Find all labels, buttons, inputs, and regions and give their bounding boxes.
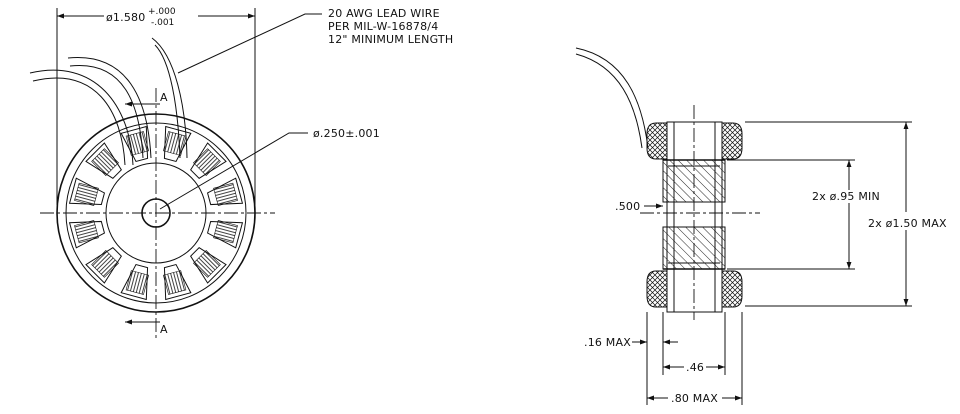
lead-wire-1 bbox=[29, 69, 134, 166]
stator-slot bbox=[85, 247, 122, 284]
stator-slot bbox=[120, 263, 150, 301]
stator-winding bbox=[193, 250, 221, 278]
stator-winding bbox=[74, 219, 99, 244]
side-view: .500 2x ø.95 MIN 2x ø1.50 MAX .16 MAX .4… bbox=[575, 47, 947, 405]
end-turn-top-right bbox=[721, 122, 743, 160]
lead-wire-3 bbox=[154, 44, 181, 159]
lead-wire-2 bbox=[67, 57, 152, 159]
stator-inner-circle bbox=[105, 162, 207, 264]
stator-outer-circle bbox=[56, 113, 256, 313]
lead-wire-1 bbox=[32, 77, 126, 166]
lead-wire-2 bbox=[69, 64, 144, 159]
lead-wires bbox=[29, 37, 188, 166]
outer-diameter-max-value: 2x ø1.50 MAX bbox=[868, 217, 947, 230]
stator-winding bbox=[125, 270, 150, 295]
stator-back-iron-circle bbox=[65, 122, 247, 304]
stator-slot bbox=[68, 219, 106, 249]
bore-diameter-value: ø.250±.001 bbox=[313, 127, 380, 140]
leader-line-lead-wire bbox=[177, 13, 322, 74]
stator-winding bbox=[74, 182, 99, 207]
small-width-value: .16 MAX bbox=[584, 336, 631, 349]
outer-diameter-value: ø1.580 bbox=[106, 11, 145, 24]
stator-slot bbox=[190, 142, 227, 179]
core-width-value: .46 bbox=[686, 361, 704, 374]
stator-slot bbox=[162, 125, 192, 163]
leader-line-bore bbox=[159, 132, 308, 210]
stator-slots bbox=[68, 125, 244, 301]
core-section-bottom bbox=[662, 226, 726, 270]
stator-winding bbox=[213, 219, 238, 244]
lead-wire-note-line-2: PER MIL-W-16878/4 bbox=[328, 20, 438, 33]
section-label-bottom: A bbox=[160, 323, 168, 336]
stator-winding bbox=[213, 182, 238, 207]
stator-winding bbox=[162, 131, 187, 156]
overall-width-value: .80 MAX bbox=[671, 392, 718, 405]
stator-slot bbox=[206, 219, 244, 249]
core-section-top bbox=[662, 159, 726, 203]
lead-wire-note-line-3: 12" MINIMUM LENGTH bbox=[328, 33, 453, 46]
inner-diameter-value: 2x ø.95 MIN bbox=[812, 190, 880, 203]
end-turn-top-left bbox=[646, 122, 668, 160]
stack-body bbox=[666, 121, 723, 313]
stator-winding bbox=[193, 148, 221, 176]
stator-slot bbox=[120, 125, 150, 163]
stator-slot bbox=[190, 247, 227, 284]
front-view: A A ø1.580 +.000 -.001 20 AWG LEAD WIRE … bbox=[29, 7, 453, 340]
stator-winding bbox=[162, 270, 187, 295]
stator-slot bbox=[162, 263, 192, 301]
side-lead-wire bbox=[575, 53, 643, 149]
lead-wire-note-line-1: 20 AWG LEAD WIRE bbox=[328, 7, 440, 20]
stator-slot bbox=[68, 177, 106, 207]
end-turn-bottom-left bbox=[646, 270, 668, 308]
stator-slot bbox=[206, 177, 244, 207]
bore-circle bbox=[141, 198, 171, 228]
stator-winding bbox=[91, 250, 119, 278]
side-lead-wire bbox=[575, 47, 649, 149]
stator-slot bbox=[85, 142, 122, 179]
lead-wire-3 bbox=[151, 37, 188, 159]
center-width-value: .500 bbox=[615, 200, 640, 213]
section-label-top: A bbox=[160, 91, 168, 104]
end-turn-bottom-right bbox=[721, 270, 743, 308]
outer-diameter-tol-plus: +.000 bbox=[148, 7, 176, 17]
stator-winding bbox=[91, 148, 119, 176]
outer-diameter-tol-minus: -.001 bbox=[151, 18, 174, 28]
